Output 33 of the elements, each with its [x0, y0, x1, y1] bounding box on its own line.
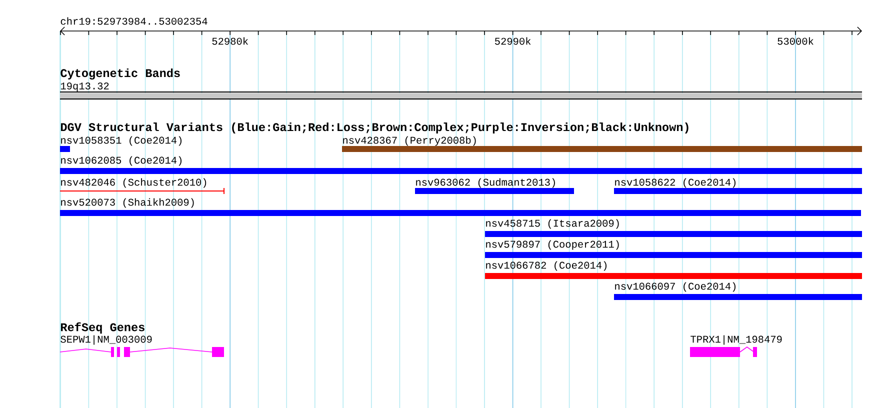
variant-feature: nsv1062085 (Coe2014)	[60, 156, 862, 174]
variant-feature: nsv520073 (Shaikh2009)	[60, 198, 861, 216]
node-label: nsv1066097 (Coe2014)	[615, 282, 736, 292]
gene-model: TPRX1|NM_198479	[690, 335, 782, 357]
node-label: nsv520073 (Shaikh2009)	[61, 198, 194, 208]
node-label: nsv1058351 (Coe2014)	[61, 136, 182, 146]
gene-model: SEPW1|NM_003009	[60, 335, 224, 357]
tick-label: 52980k	[212, 37, 248, 45]
node-label: nsv963062 (Sudmant2013)	[416, 178, 555, 188]
variant-feature: nsv963062 (Sudmant2013)	[415, 178, 574, 194]
variant-feature: nsv1066782 (Coe2014)	[485, 261, 862, 279]
variant-feature: nsv1066097 (Coe2014)	[614, 282, 862, 300]
node-label: nsv579897 (Cooper2011)	[486, 240, 619, 250]
variant-feature: nsv579897 (Cooper2011)	[485, 240, 862, 258]
tick-label: 53000k	[778, 37, 814, 45]
tick-label: 52990k	[495, 37, 531, 45]
node-label: TPRX1|NM_198479	[690, 335, 782, 345]
coordinate-label: chr19:52973984..53002354	[60, 17, 208, 25]
node-label: nsv458715 (Itsara2009)	[486, 219, 619, 229]
cytoband: 19q13.32	[60, 82, 862, 100]
track-title: DGV Structural Variants (Blue:Gain;Red:Loss;Brown:Complex;Purple:Inversion;Black:Unknown)	[61, 122, 688, 134]
node-label: nsv1066782 (Coe2014)	[486, 261, 606, 271]
variant-feature: nsv458715 (Itsara2009)	[485, 219, 862, 237]
node-label: nsv428367 (Perry2008b)	[343, 136, 476, 146]
track-title: Cytogenetic Bands	[60, 68, 180, 80]
variant-feature: nsv428367 (Perry2008b)	[342, 136, 862, 152]
variant-feature: nsv1058351 (Coe2014)	[60, 136, 182, 152]
node-label: nsv1062085 (Coe2014)	[61, 156, 182, 166]
variant-feature: nsv1058622 (Coe2014)	[614, 178, 862, 194]
node-label: 19q13.32	[60, 82, 109, 92]
variant-feature: nsv482046 (Schuster2010)	[60, 178, 224, 194]
node-label: SEPW1|NM_003009	[60, 335, 152, 345]
node-label: nsv1058622 (Coe2014)	[615, 178, 736, 188]
